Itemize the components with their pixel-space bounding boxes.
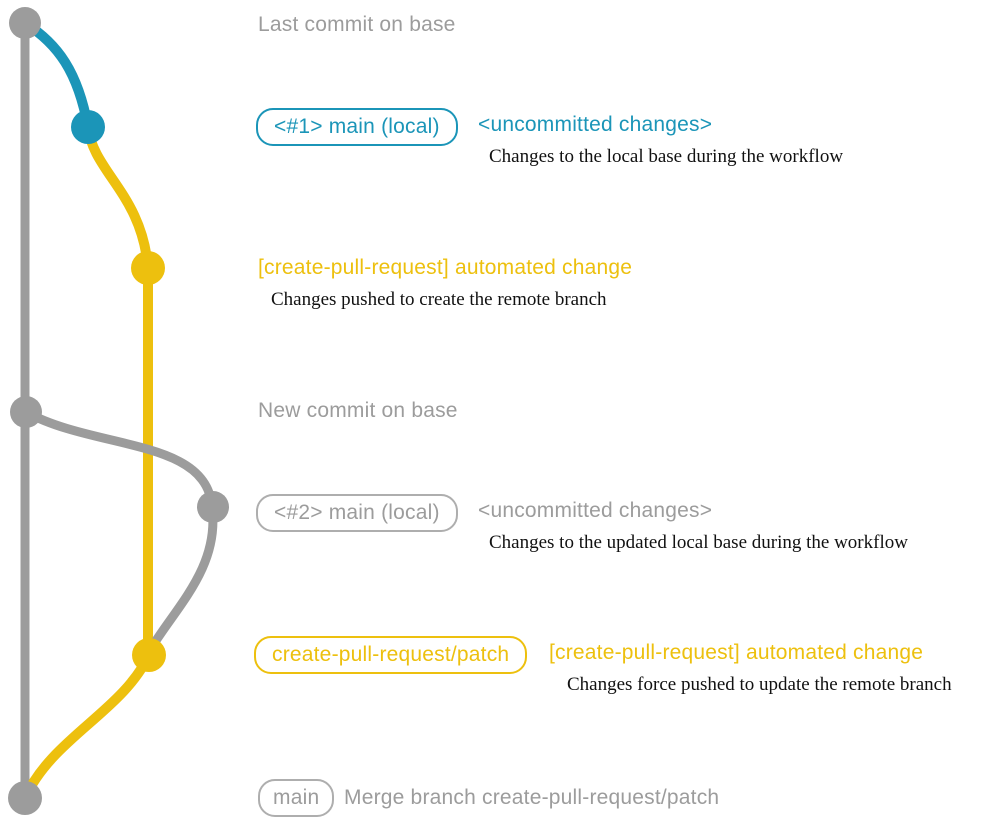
patch-branch-upper-curve [83,122,153,273]
commit1-note: Changes to the local base during the wor… [489,146,844,167]
commit-dot-last-base [9,7,41,39]
push2-title: [create-pull-request] automated change [549,641,924,664]
last-commit-label: Last commit on base [258,13,456,36]
branch-badge-main-local-1: <#1> main (local) [256,108,458,146]
push1-title: [create-pull-request] automated change [258,256,633,279]
commit-dot-local-1 [71,110,105,144]
rebased-branch-upper-curve [21,407,217,512]
branch-badge-patch: create-pull-request/patch [254,636,528,674]
new-commit-label: New commit on base [258,399,458,422]
commit2-title: <uncommitted changes> [478,499,713,522]
branch-badge-main-local-2: <#2> main (local) [256,494,458,532]
push1-note: Changes pushed to create the remote bran… [271,289,607,310]
commit-dot-merge [8,781,42,815]
branch-badge-main: main [258,779,335,817]
merge-label: Merge branch create-pull-request/patch [344,786,720,809]
commit-dot-new-base [10,396,42,428]
push2-note: Changes force pushed to update the remot… [567,674,952,695]
commit-dot-push-2 [132,638,166,672]
rebased-branch-lower-curve [145,502,218,655]
local-main-branch-curve [20,18,93,132]
commit-dot-local-2 [197,491,229,523]
commit2-note: Changes to the updated local base during… [489,532,908,553]
commit-graph [8,7,229,815]
patch-branch-merge-curve [20,650,154,803]
commit1-title: <uncommitted changes> [478,113,713,136]
commit-dot-push-1 [131,251,165,285]
